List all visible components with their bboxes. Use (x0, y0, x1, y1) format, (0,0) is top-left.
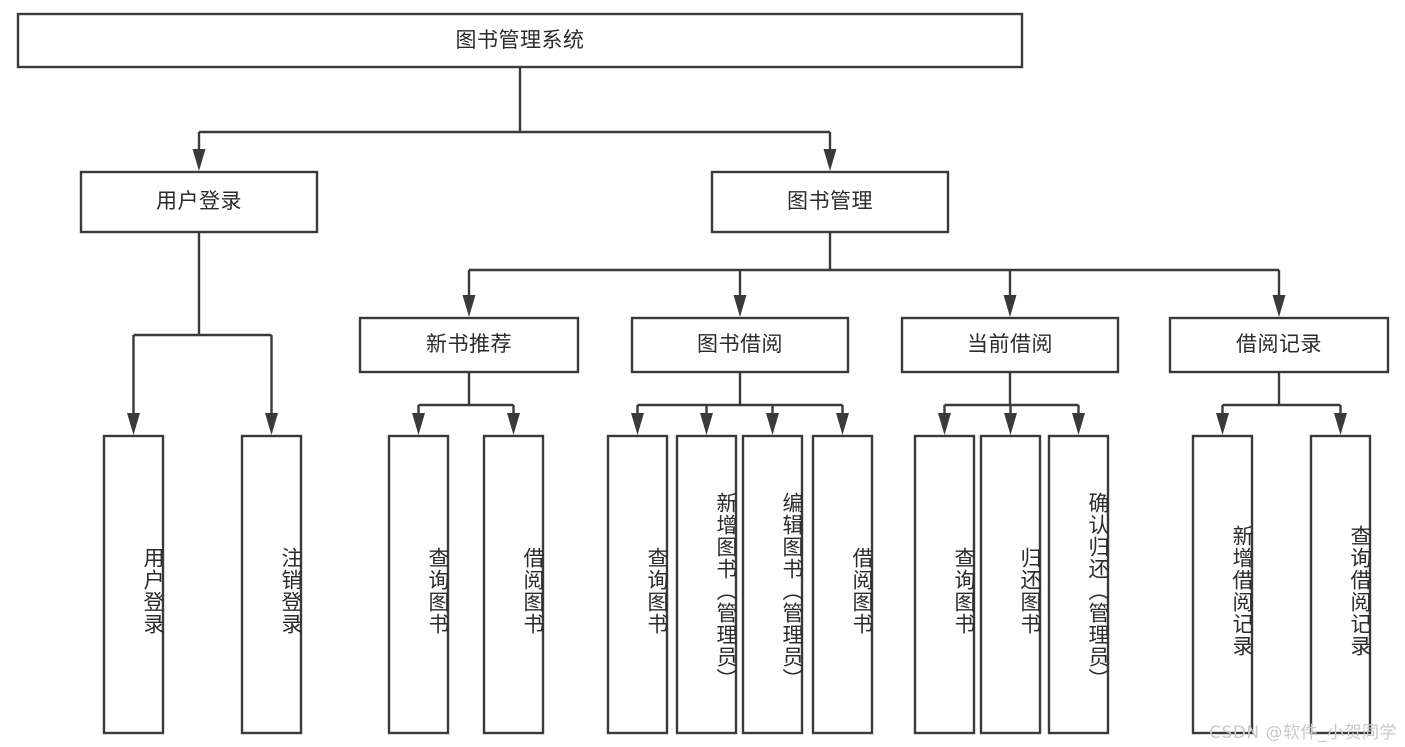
node-box-leaf-borrow-book-2[interactable] (811, 434, 874, 735)
node-box-leaf-logout-login[interactable] (240, 434, 303, 735)
arrow-head-leaf-query-book-3 (938, 413, 951, 435)
arrow-head-leaf-edit-book-admin (766, 413, 779, 435)
arrow-head-leaf-borrow-book-1 (507, 413, 520, 435)
arrow-head-leaf-query-book-2 (631, 413, 644, 435)
node-box-leaf-borrow-book-1[interactable] (482, 434, 545, 735)
arrow-head-leaf-query-book-1 (412, 413, 425, 435)
node-box-leaf-add-borrow-record[interactable] (1191, 434, 1254, 735)
arrow-head-user-login (192, 149, 206, 171)
node-box-leaf-edit-book-admin[interactable] (741, 434, 804, 735)
node-box-new-book-recommend[interactable] (358, 316, 580, 374)
node-box-leaf-confirm-return-admin[interactable] (1047, 434, 1110, 735)
node-box-current-borrow[interactable] (900, 316, 1120, 374)
arrow-head-leaf-confirm-return-admin (1072, 413, 1085, 435)
node-box-leaf-query-book-2[interactable] (606, 434, 669, 735)
arrow-head-leaf-logout-login (265, 413, 278, 435)
arrow-head-leaf-user-login (127, 413, 140, 435)
arrow-head-leaf-return-book (1004, 413, 1017, 435)
arrow-head-book-management (823, 149, 837, 171)
arrow-head-current-borrow (1003, 295, 1017, 317)
arrow-head-leaf-borrow-book-2 (836, 413, 849, 435)
arrow-head-book-borrow (733, 295, 747, 317)
node-box-leaf-query-book-3[interactable] (913, 434, 976, 735)
edges-layer (127, 67, 1347, 435)
node-box-root[interactable] (16, 12, 1024, 69)
node-box-book-management[interactable] (710, 170, 950, 234)
arrow-head-leaf-query-borrow-record (1334, 413, 1347, 435)
arrow-head-leaf-add-borrow-record (1216, 413, 1229, 435)
node-box-leaf-user-login[interactable] (102, 434, 165, 735)
node-box-borrow-record[interactable] (1168, 316, 1390, 374)
node-box-book-borrow[interactable] (630, 316, 850, 374)
arrow-head-borrow-record (1272, 295, 1286, 317)
node-box-leaf-add-book-admin[interactable] (675, 434, 738, 735)
boxes-layer (16, 12, 1390, 735)
arrow-head-new-book-recommend (462, 295, 476, 317)
node-box-user-login[interactable] (79, 170, 319, 234)
node-box-leaf-return-book[interactable] (979, 434, 1042, 735)
node-box-leaf-query-book-1[interactable] (387, 434, 450, 735)
node-box-leaf-query-borrow-record[interactable] (1309, 434, 1372, 735)
arrow-head-leaf-add-book-admin (700, 413, 713, 435)
